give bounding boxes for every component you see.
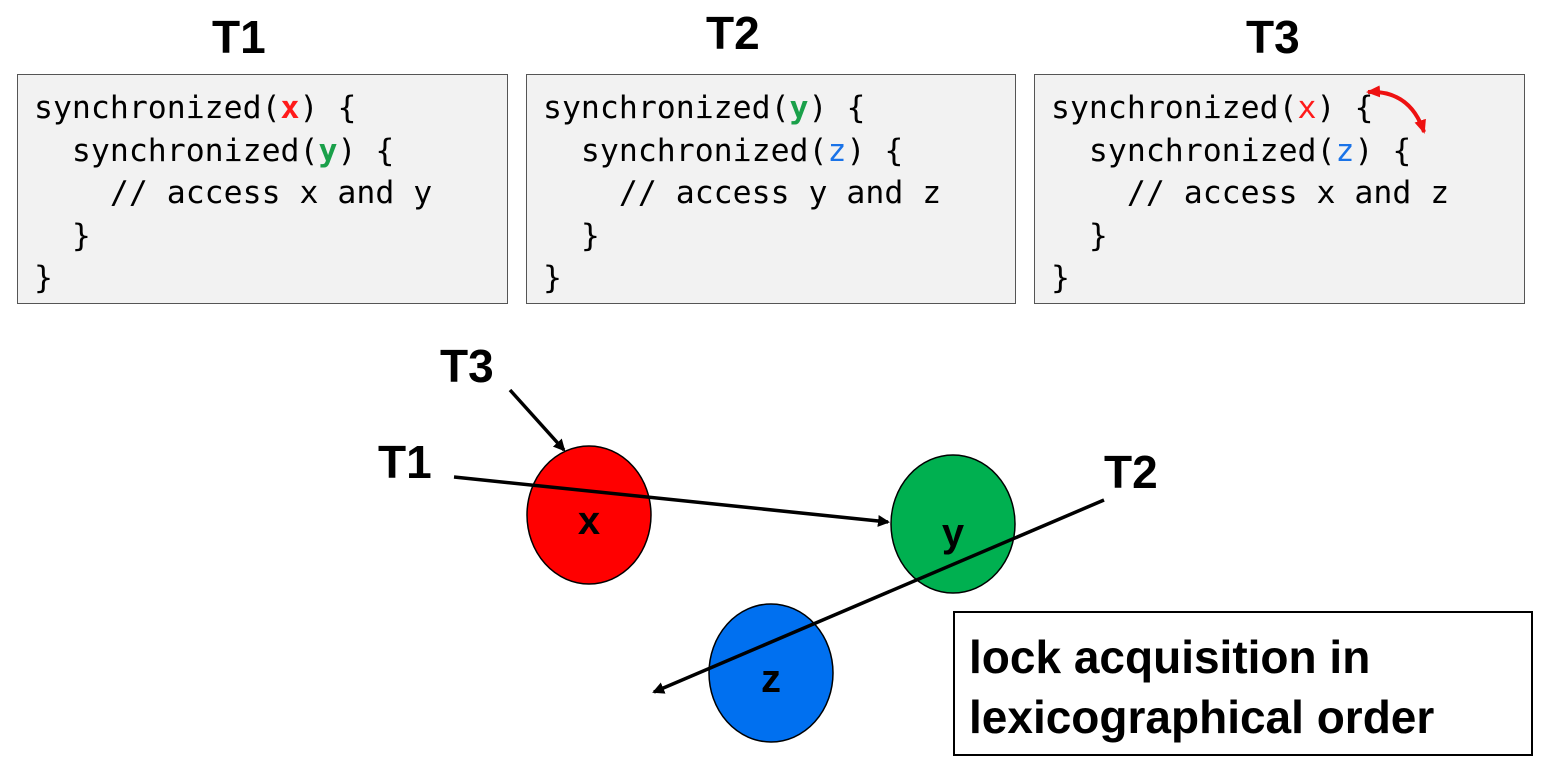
code-line: } [543, 217, 600, 254]
note-text: lock acquisition in lexicographical order [969, 627, 1434, 747]
code-line: synchronized(y) { [543, 90, 866, 126]
t3-arrow-label: T3 [440, 340, 494, 392]
lock-node-z-label: z [761, 657, 781, 701]
code-line: } [34, 217, 91, 254]
code-t3: synchronized(x) { synchronized(z) { // a… [1051, 87, 1449, 300]
t3-acquire-arrow [508, 388, 566, 452]
swap-arrow-icon [1366, 85, 1426, 134]
t2-acquire-arrow [652, 498, 1105, 694]
lock-var-z: z [1335, 132, 1355, 169]
code-t1: synchronized(x) { synchronized(y) { // a… [34, 87, 432, 300]
code-line: } [1051, 260, 1070, 296]
thread-title-t2: T2 [706, 7, 760, 59]
lock-var-y: y [318, 132, 338, 169]
code-line: synchronized(z) { [1051, 132, 1412, 169]
lock-var-x: x [280, 90, 300, 126]
code-line: synchronized(y) { [34, 132, 395, 169]
code-box-t2: synchronized(y) { synchronized(z) { // a… [526, 74, 1016, 304]
code-line: } [1051, 217, 1108, 254]
lock-node-y [890, 454, 1016, 594]
note-line-2: lexicographical order [969, 691, 1435, 743]
lock-node-z [708, 603, 834, 743]
code-line: } [543, 260, 562, 296]
t2-arrow-label: T2 [1104, 446, 1158, 498]
code-line: synchronized(x) { [34, 90, 357, 126]
lock-node-y-label: y [942, 511, 965, 555]
code-box-t3: synchronized(x) { synchronized(z) { // a… [1034, 74, 1525, 304]
note-box: lock acquisition in lexicographical order [953, 611, 1533, 756]
code-comment: // access y and z [543, 175, 942, 211]
thread-title-t1: T1 [212, 11, 266, 63]
code-line: synchronized(x) { [1051, 90, 1374, 126]
t1-acquire-arrow [453, 475, 890, 527]
lock-node-x-label: x [578, 499, 600, 543]
note-line-1: lock acquisition in [969, 631, 1371, 683]
code-comment: // access x and z [1051, 175, 1450, 211]
code-t2: synchronized(y) { synchronized(z) { // a… [543, 87, 941, 300]
code-line: } [34, 260, 53, 296]
code-comment: // access x and y [34, 175, 433, 211]
code-line: synchronized(z) { [543, 132, 904, 169]
code-box-t1: synchronized(x) { synchronized(y) { // a… [17, 74, 508, 304]
thread-title-t3: T3 [1246, 11, 1300, 63]
lock-var-x: x [1297, 90, 1317, 126]
lock-var-y: y [789, 90, 809, 126]
lock-var-z: z [827, 132, 847, 169]
lock-node-x [526, 445, 652, 585]
t1-arrow-label: T1 [378, 436, 432, 488]
